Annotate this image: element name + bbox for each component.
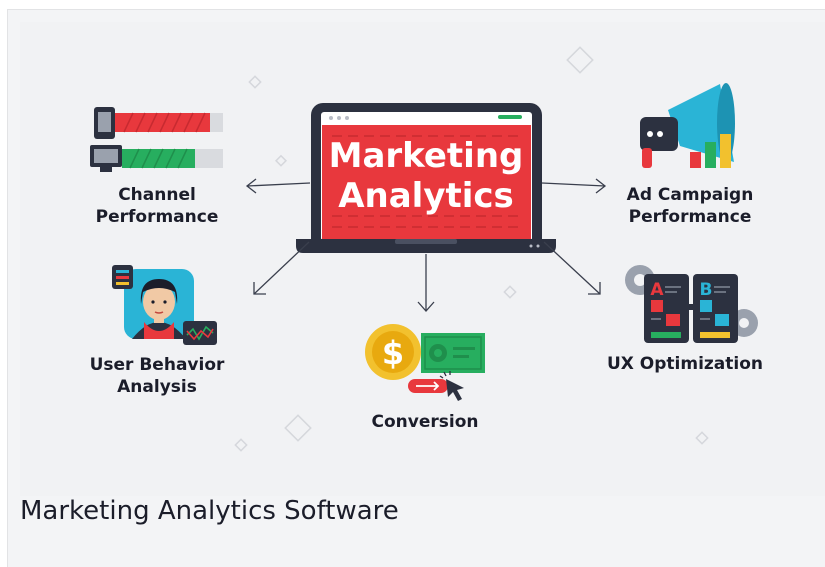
node-label-ux-optimization: UX Optimization	[606, 354, 764, 374]
node-label-ad-campaign-performance: Ad Campaign Performance	[626, 185, 754, 227]
node-label-user-behavior-analysis: User Behavior Analysis	[89, 355, 225, 397]
megaphone-icon	[640, 83, 735, 168]
node-label-channel-performance: Channel Performance	[95, 185, 219, 227]
variant-a-label: A	[650, 280, 664, 300]
user-avatar-icon	[112, 265, 217, 345]
node-label-conversion: Conversion	[371, 412, 479, 432]
infographic: Marketing Analytics	[20, 22, 825, 496]
laptop-icon	[296, 103, 556, 253]
image-caption: Marketing Analytics Software	[20, 496, 399, 526]
laptop-title-line1: Marketing	[329, 136, 524, 176]
infographic-graphics: Marketing Analytics	[90, 46, 758, 452]
laptop-title-line2: Analytics	[338, 176, 514, 216]
decor-diamonds	[234, 46, 709, 452]
variant-b-label: B	[700, 280, 713, 300]
connector-arrows	[245, 178, 607, 312]
image-frame: Marketing Analytics	[7, 9, 825, 567]
channel-performance-icon	[90, 107, 223, 172]
svg-text:$: $	[382, 334, 404, 372]
conversion-money-icon: $	[365, 324, 485, 401]
ab-testing-icon: A B	[625, 265, 758, 343]
